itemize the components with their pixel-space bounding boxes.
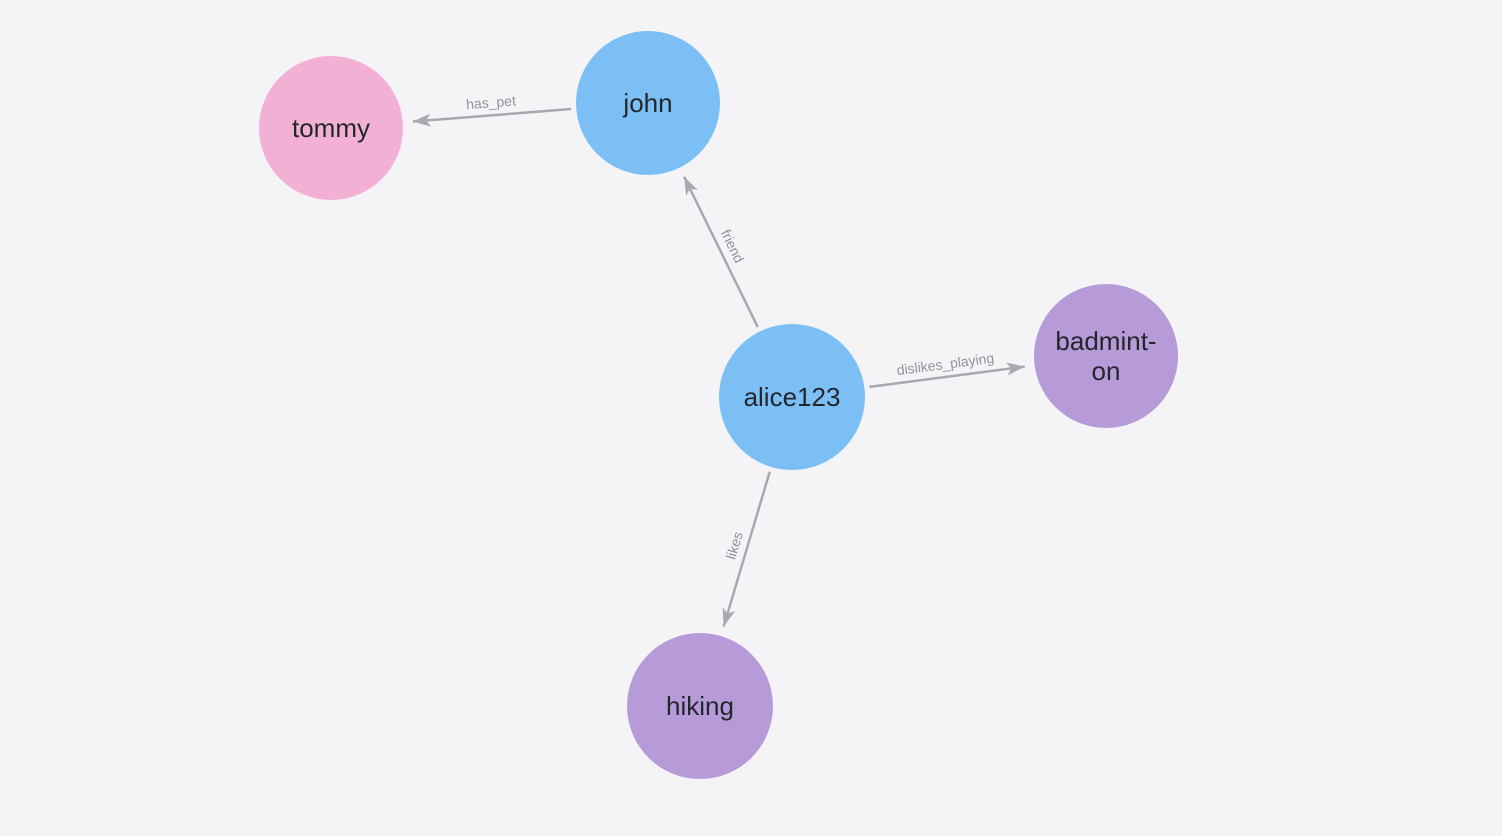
node-label: alice123 <box>744 382 841 412</box>
graph-node-tommy[interactable]: tommy <box>259 56 403 200</box>
node-label: tommy <box>292 113 370 143</box>
node-label: hiking <box>666 691 734 721</box>
graph-node-john[interactable]: john <box>576 31 720 175</box>
node-label: badmint-on <box>1055 326 1156 386</box>
edge-label[interactable]: likes <box>723 530 746 561</box>
edge-line[interactable] <box>869 362 1025 389</box>
node-circle[interactable] <box>576 31 720 175</box>
graph-node-hiking[interactable]: hiking <box>627 633 773 779</box>
edge-line[interactable] <box>682 176 759 328</box>
node-circle[interactable] <box>1034 284 1178 428</box>
graph-node-badminton[interactable]: badmint-on <box>1034 284 1178 428</box>
nodes-layer: tommy john alice123 badmint-on hiking <box>259 31 1178 779</box>
graph-edge-has_pet[interactable]: has_pet <box>412 92 572 127</box>
graph-node-alice123[interactable]: alice123 <box>719 324 865 470</box>
edge-line[interactable] <box>412 107 572 127</box>
edge-line[interactable] <box>722 471 771 627</box>
node-circle[interactable] <box>627 633 773 779</box>
node-circle[interactable] <box>719 324 865 470</box>
node-circle[interactable] <box>259 56 403 200</box>
graph-edge-likes[interactable]: likes <box>722 471 771 627</box>
node-label: john <box>622 88 672 118</box>
edge-label[interactable]: has_pet <box>466 92 517 112</box>
